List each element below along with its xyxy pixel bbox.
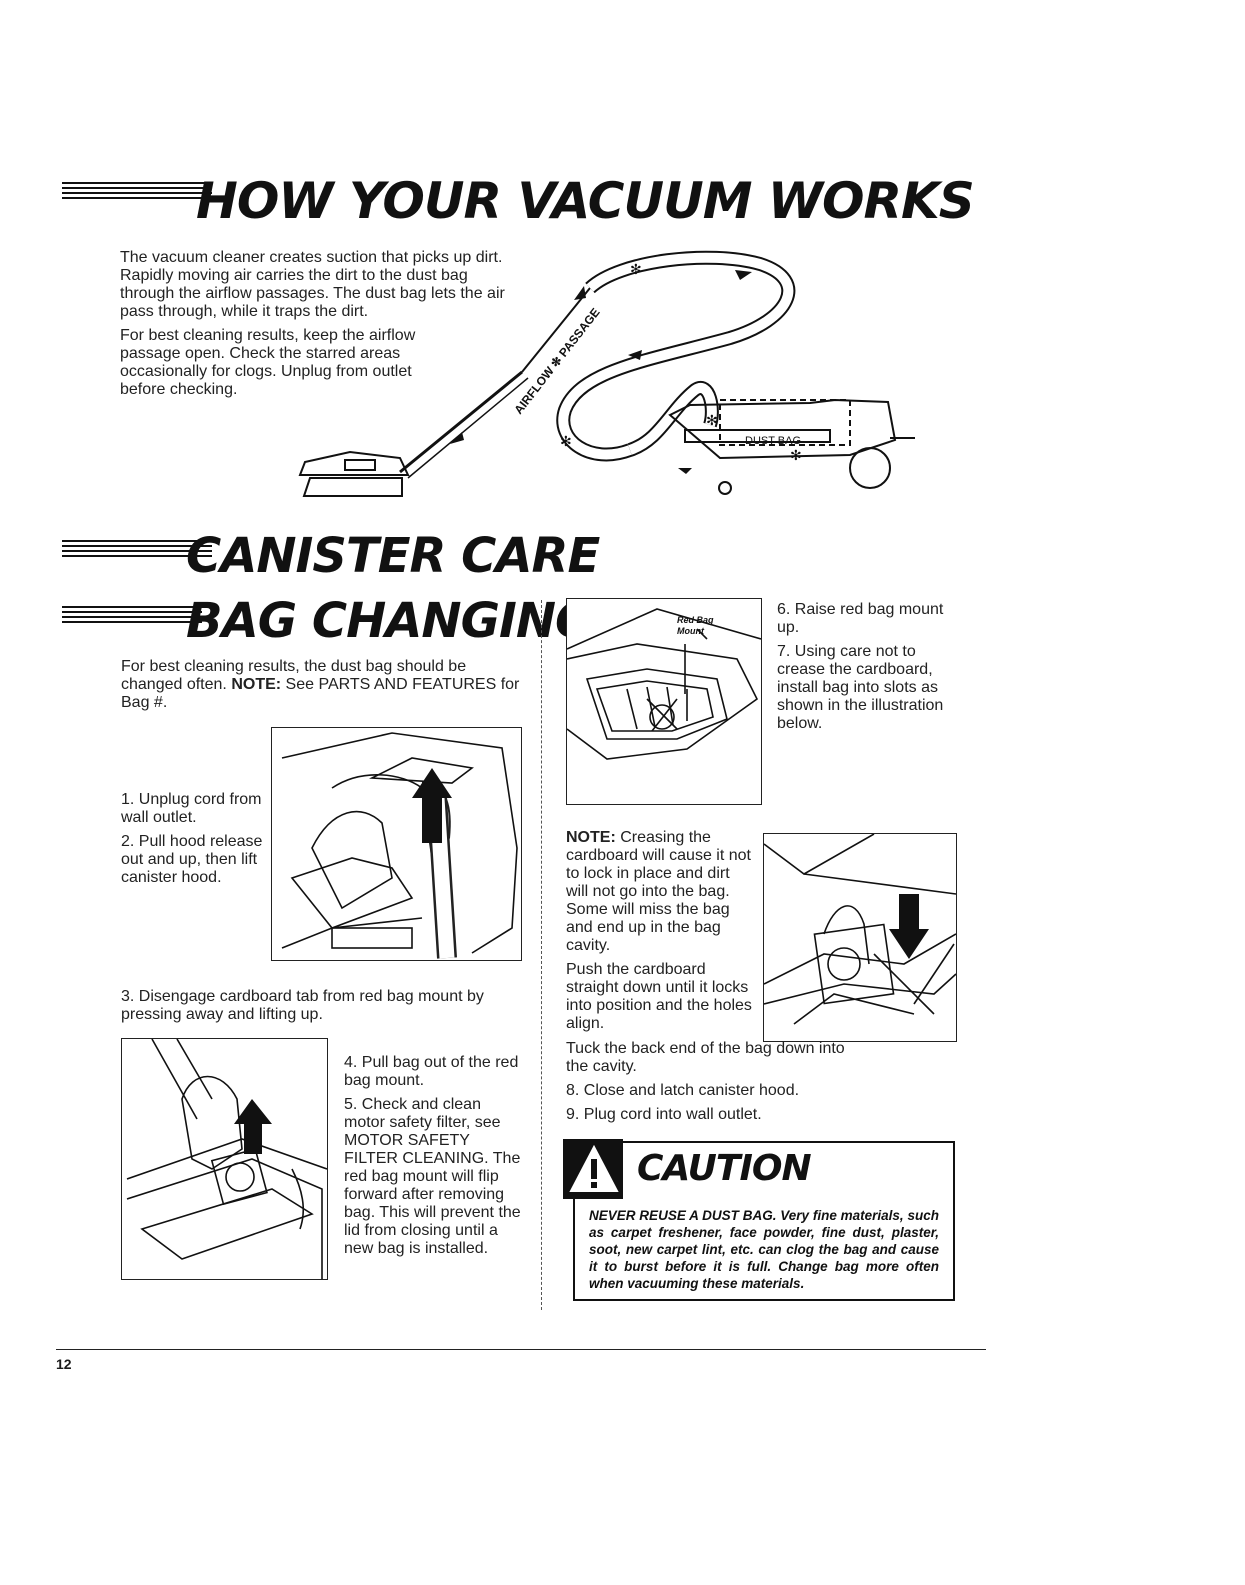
caution-text: NEVER REUSE A DUST BAG. Very fine materi… — [589, 1208, 939, 1291]
section-title-bag-changing: BAG CHANGING — [186, 593, 594, 649]
footer-rule — [56, 1349, 986, 1350]
svg-text:✻: ✻ — [706, 412, 718, 428]
step-9: 9. Plug cord into wall outlet. — [566, 1106, 762, 1123]
figure-pull-bag — [121, 1038, 328, 1280]
svg-text:✻: ✻ — [630, 261, 642, 277]
warning-icon — [569, 1145, 619, 1192]
step-5: 5. Check and clean motor safety filter, … — [344, 1096, 521, 1257]
push-instruction: Push the cardboard straight down until i… — [566, 961, 752, 1032]
note-creasing: NOTE: Creasing the cardboard will cause … — [566, 829, 752, 1032]
svg-text:✻: ✻ — [560, 433, 572, 449]
page-number: 12 — [56, 1356, 72, 1372]
bag-changing-intro: For best cleaning results, the dust bag … — [121, 658, 520, 711]
intro-paragraph: The vacuum cleaner creates suction that … — [120, 249, 505, 320]
figure-install-bag — [763, 833, 957, 1042]
airflow-passage-label: AIRFLOW ✻ PASSAGE — [511, 305, 602, 416]
steps-4-5: 4. Pull bag out of the red bag mount. 5.… — [344, 1054, 524, 1264]
dust-bag-label: DUST BAG — [745, 435, 801, 447]
heading-rule-lines — [62, 540, 212, 560]
how-it-works-text: The vacuum cleaner creates suction that … — [120, 249, 520, 405]
step-6: 6. Raise red bag mount up. — [777, 601, 944, 636]
tuck-instruction: Tuck the back end of the bag down into t… — [566, 1040, 845, 1075]
section-title-canister-care: CANISTER CARE — [186, 528, 600, 584]
steps-1-2: 1. Unplug cord from wall outlet. 2. Pull… — [121, 791, 266, 893]
column-divider — [541, 600, 543, 1310]
step-4: 4. Pull bag out of the red bag mount. — [344, 1054, 519, 1089]
svg-text:✻: ✻ — [790, 447, 802, 463]
caution-box: CAUTION NEVER REUSE A DUST BAG. Very fin… — [563, 1139, 955, 1301]
steps-final: Tuck the back end of the bag down into t… — [566, 1040, 946, 1130]
step-8: 8. Close and latch canister hood. — [566, 1082, 800, 1099]
vacuum-airflow-diagram: ✻ ✻ ✻ ✻ AIRFLOW ✻ PASSAGE DUST BAG — [298, 250, 915, 497]
caution-title: CAUTION — [637, 1148, 812, 1189]
page-title: HOW YOUR VACUUM WORKS — [196, 172, 975, 230]
heading-rule-lines — [62, 606, 202, 626]
figure-lift-hood — [271, 727, 522, 961]
maintenance-paragraph: For best cleaning results, keep the airf… — [120, 327, 416, 398]
step-1: 1. Unplug cord from wall outlet. — [121, 791, 262, 826]
step-2: 2. Pull hood release out and up, then li… — [121, 833, 263, 886]
steps-6-7: 6. Raise red bag mount up. 7. Using care… — [777, 601, 957, 739]
heading-rule-lines — [62, 182, 212, 202]
step-7: 7. Using care not to crease the cardboar… — [777, 643, 944, 732]
step-3: 3. Disengage cardboard tab from red bag … — [121, 988, 484, 1023]
